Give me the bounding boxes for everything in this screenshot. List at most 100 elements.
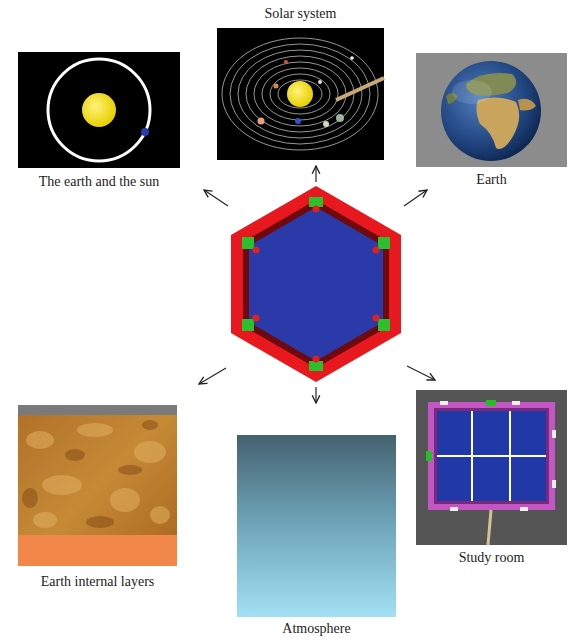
study-room-picture (486, 400, 496, 406)
arrow (315, 387, 316, 403)
study-room-picture (552, 430, 556, 438)
solar-system-picture (287, 81, 313, 107)
solar-system-picture (217, 28, 384, 160)
hexagon-menu (253, 247, 260, 254)
earth-layers-picture (18, 405, 177, 566)
earth-layers-picture (26, 431, 54, 449)
arrow (199, 368, 226, 384)
earth-layers-picture (65, 449, 85, 461)
study-room-picture (520, 507, 528, 511)
earth-sun-picture (18, 52, 180, 168)
study-room-picture (437, 411, 546, 501)
solar-system-picture (270, 74, 330, 114)
earth-picture (476, 97, 519, 148)
panel-caption: The earth and the sun (38, 174, 160, 190)
earth-picture (518, 99, 536, 111)
earth-layers-picture (77, 423, 113, 437)
panel-caption: Earth internal layers (3, 574, 193, 590)
panel-caption: Atmosphere (222, 621, 412, 637)
solar-system-picture (284, 60, 288, 64)
panel-caption: Study room (417, 550, 567, 566)
hexagon-menu (253, 315, 260, 322)
picture-panel: Earth internal layers (18, 405, 177, 590)
arrow (404, 190, 427, 206)
hexagon-menu (378, 237, 390, 249)
solar-system-picture (222, 38, 378, 150)
earth-layers-picture (118, 465, 142, 475)
study-room-picture (512, 401, 520, 405)
arrow (407, 366, 435, 380)
earth-picture (441, 61, 541, 161)
earth-layers-picture (42, 475, 82, 495)
solar-system-picture (238, 50, 362, 138)
solar-system-picture (336, 78, 384, 100)
earth-layers-picture (150, 506, 170, 524)
study-room-picture (416, 390, 567, 545)
hexagon-menu (242, 237, 254, 249)
atmosphere-picture (237, 435, 396, 617)
earth-layers-picture (26, 423, 170, 528)
study-room-picture (437, 455, 546, 457)
study-room-picture (416, 390, 567, 545)
solar-system-picture (222, 38, 378, 150)
solar-system-picture (336, 114, 344, 122)
hexagon-menu (242, 319, 254, 331)
solar-system-picture (262, 68, 338, 120)
arrow (204, 190, 228, 206)
solar-system-picture (246, 56, 354, 132)
solar-system-picture (350, 56, 354, 60)
earth-layers-picture (18, 405, 177, 415)
study-room-picture (552, 480, 556, 488)
study-room-picture (440, 401, 556, 511)
solar-system-picture (274, 84, 279, 89)
earth-picture (416, 53, 567, 167)
solar-system-picture (278, 80, 322, 108)
solar-system-picture (254, 62, 346, 126)
picture-panel: Atmosphere (237, 435, 396, 637)
hexagon-menu (373, 247, 380, 254)
study-room-picture (434, 408, 549, 504)
solar-system-picture (323, 121, 329, 127)
hexagon-menu (313, 356, 320, 363)
arrow (315, 166, 316, 182)
solar-system-picture (318, 80, 322, 84)
earth-layers-picture (86, 516, 114, 528)
atmosphere-picture (237, 435, 396, 617)
arrow (199, 166, 435, 403)
hexagon-menu (249, 207, 383, 361)
earth-layers-picture (110, 488, 140, 512)
panel-caption: Solar system (201, 6, 401, 22)
study-room-picture (426, 451, 432, 461)
hexagon-menu (378, 319, 390, 331)
picture-panel: Study room (416, 390, 567, 566)
earth-sun-picture (48, 59, 150, 161)
study-room-picture (428, 402, 555, 510)
solar-system-picture (258, 118, 265, 125)
study-room-picture (450, 507, 458, 511)
earth-layers-picture (142, 420, 158, 430)
hexagon-menu (313, 206, 320, 213)
hexagon-menu (373, 315, 380, 322)
earth-layers-picture (134, 441, 166, 463)
picture-panel: Earth (416, 53, 567, 188)
hexagon-menu (243, 200, 389, 368)
earth-picture (452, 80, 492, 104)
hexagon-menu (231, 186, 401, 382)
earth-sun-picture (18, 52, 180, 168)
earth-picture (416, 53, 567, 167)
earth-sun-picture (141, 128, 149, 136)
study-room-picture (440, 401, 448, 405)
solar-system-picture (217, 28, 384, 160)
hexagon-menu (242, 197, 390, 371)
earth-layers-picture (18, 405, 177, 566)
earth-layers-picture (22, 420, 158, 528)
study-room-picture (437, 411, 546, 501)
hexagon-menu (231, 186, 401, 382)
picture-panel: The earth and the sun (18, 52, 180, 190)
picture-panel: Solar system (217, 6, 384, 160)
solar-system-picture (295, 118, 301, 124)
earth-layers-picture (33, 512, 57, 528)
hexagon-menu (253, 206, 380, 363)
